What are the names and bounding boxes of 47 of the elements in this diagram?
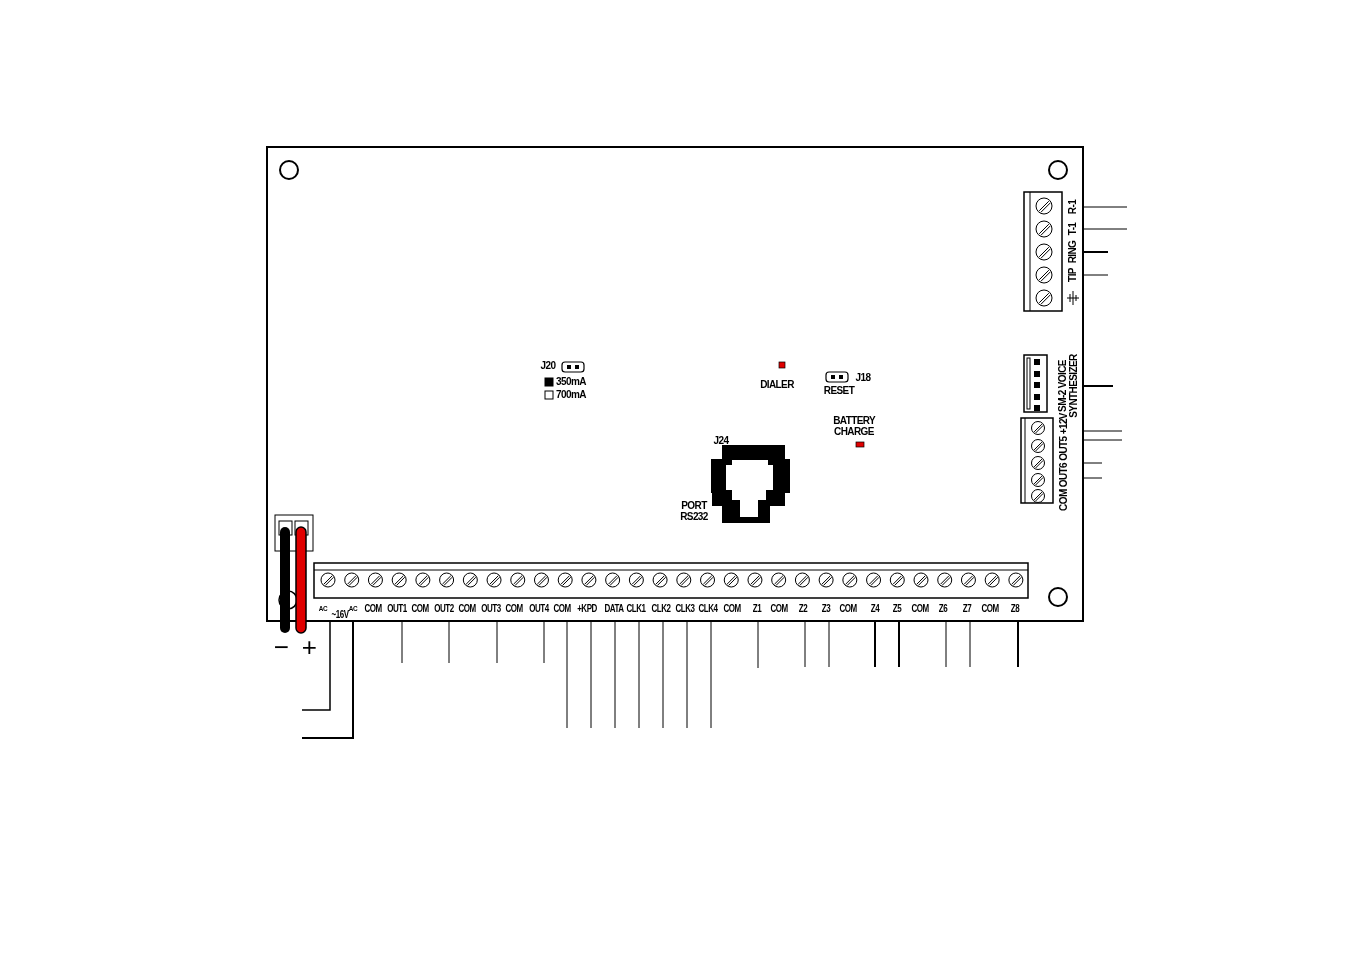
terminal-label: Z5 (892, 602, 902, 614)
jumper-label: RESET (823, 384, 855, 396)
port-label: J24 (713, 434, 729, 446)
terminal-label: CLK4 (698, 602, 718, 614)
terminal-label: COM (411, 602, 429, 614)
port-label: PORT RS232 (680, 500, 708, 522)
terminal-label: OUT1 (387, 602, 407, 614)
terminal-label: COM (458, 602, 476, 614)
jumper-label: J18 (855, 371, 871, 383)
terminal-label: Z3 (821, 602, 831, 614)
terminal-label: COM (553, 602, 571, 614)
terminal-label: ~16V (331, 608, 349, 620)
terminal-label: COM (911, 602, 929, 614)
terminal-label: Z1 (752, 602, 762, 614)
terminal-label: COM (770, 602, 788, 614)
legend-text: 700mA (556, 389, 586, 400)
terminal-label: COM (981, 602, 999, 614)
led-label: BATTERY CHARGE (833, 415, 875, 437)
terminal-label: RING (1066, 240, 1078, 264)
terminal-label: Z2 (798, 602, 808, 614)
terminal-label: OUT4 (529, 602, 549, 614)
terminal-label: DATA (604, 602, 624, 614)
terminal-label: AC (348, 602, 358, 613)
terminal-label: COM (505, 602, 523, 614)
terminal-label: COM OUT6 OUT5 +12V (1057, 413, 1069, 511)
terminal-label: CLK2 (651, 602, 671, 614)
polarity-sign: + (301, 634, 317, 660)
terminal-label: Z8 (1010, 602, 1020, 614)
terminal-label: R-1 (1066, 199, 1078, 215)
terminal-label: Z7 (962, 602, 972, 614)
terminal-label: CLK3 (675, 602, 695, 614)
terminal-label: COM (364, 602, 382, 614)
led-label: DIALER (760, 378, 794, 390)
polarity-sign: − (273, 634, 289, 660)
terminal-label: Z6 (938, 602, 948, 614)
legend-text: 350mA (556, 376, 586, 387)
terminal-label: COM (839, 602, 857, 614)
terminal-label: CLK1 (626, 602, 646, 614)
terminal-label: Z4 (870, 602, 880, 614)
terminal-label: TIP (1066, 268, 1078, 282)
terminal-label: OUT2 (434, 602, 454, 614)
terminal-label: T-1 (1066, 222, 1078, 236)
jumper-label: J20 (540, 359, 556, 371)
terminal-label: AC (318, 602, 328, 614)
terminal-label: COM (723, 602, 741, 614)
terminal-label: +KPD (577, 602, 597, 614)
terminal-label: OUT3 (481, 602, 501, 614)
